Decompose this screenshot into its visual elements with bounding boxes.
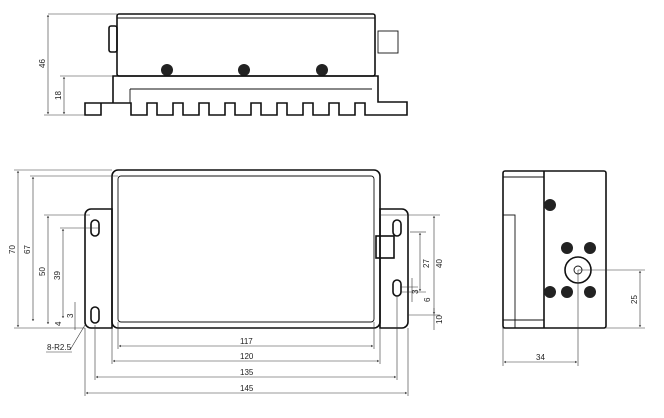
dim-27: 27 — [422, 259, 431, 268]
dim-70: 70 — [8, 245, 17, 254]
dim-39: 39 — [53, 271, 62, 280]
heat-sink — [84, 75, 408, 116]
dim-34: 34 — [536, 353, 545, 362]
left-connector — [108, 25, 118, 53]
screw-icon — [238, 64, 250, 76]
front-view: 70 67 50 39 3 4 8-R2.5 117 120 135 145 — [8, 169, 444, 396]
top-view: 46 18 — [38, 13, 408, 116]
screw-icon — [544, 286, 556, 298]
dim-10: 10 — [435, 315, 444, 324]
screw-icon — [584, 242, 596, 254]
dim-4: 4 — [54, 321, 63, 326]
dim-46: 46 — [38, 59, 47, 68]
right-connector — [377, 30, 399, 54]
slot-radius-note: 8-R2.5 — [47, 343, 72, 352]
dim-3-right: 3 — [411, 289, 420, 294]
right-flange — [379, 208, 409, 329]
screw-icon — [544, 199, 556, 211]
dim-6: 6 — [423, 297, 432, 302]
dim-135: 135 — [240, 368, 254, 377]
screw-icon — [561, 242, 573, 254]
dim-117: 117 — [240, 337, 253, 346]
dim-40: 40 — [435, 259, 444, 268]
screw-icon — [316, 64, 328, 76]
connector — [375, 235, 395, 259]
dim-3: 3 — [66, 313, 75, 318]
screw-icon — [161, 64, 173, 76]
dim-67: 67 — [23, 245, 32, 254]
dim-50: 50 — [38, 267, 47, 276]
dim-18: 18 — [54, 91, 63, 100]
side-view: 25 34 — [502, 170, 645, 366]
dim-25: 25 — [630, 295, 639, 304]
screw-icon — [561, 286, 573, 298]
screw-icon — [584, 286, 596, 298]
mount-slot — [392, 219, 402, 237]
mount-slot — [90, 306, 100, 324]
dim-120: 120 — [240, 352, 254, 361]
mount-slot — [392, 279, 402, 297]
dim-145: 145 — [240, 384, 254, 393]
